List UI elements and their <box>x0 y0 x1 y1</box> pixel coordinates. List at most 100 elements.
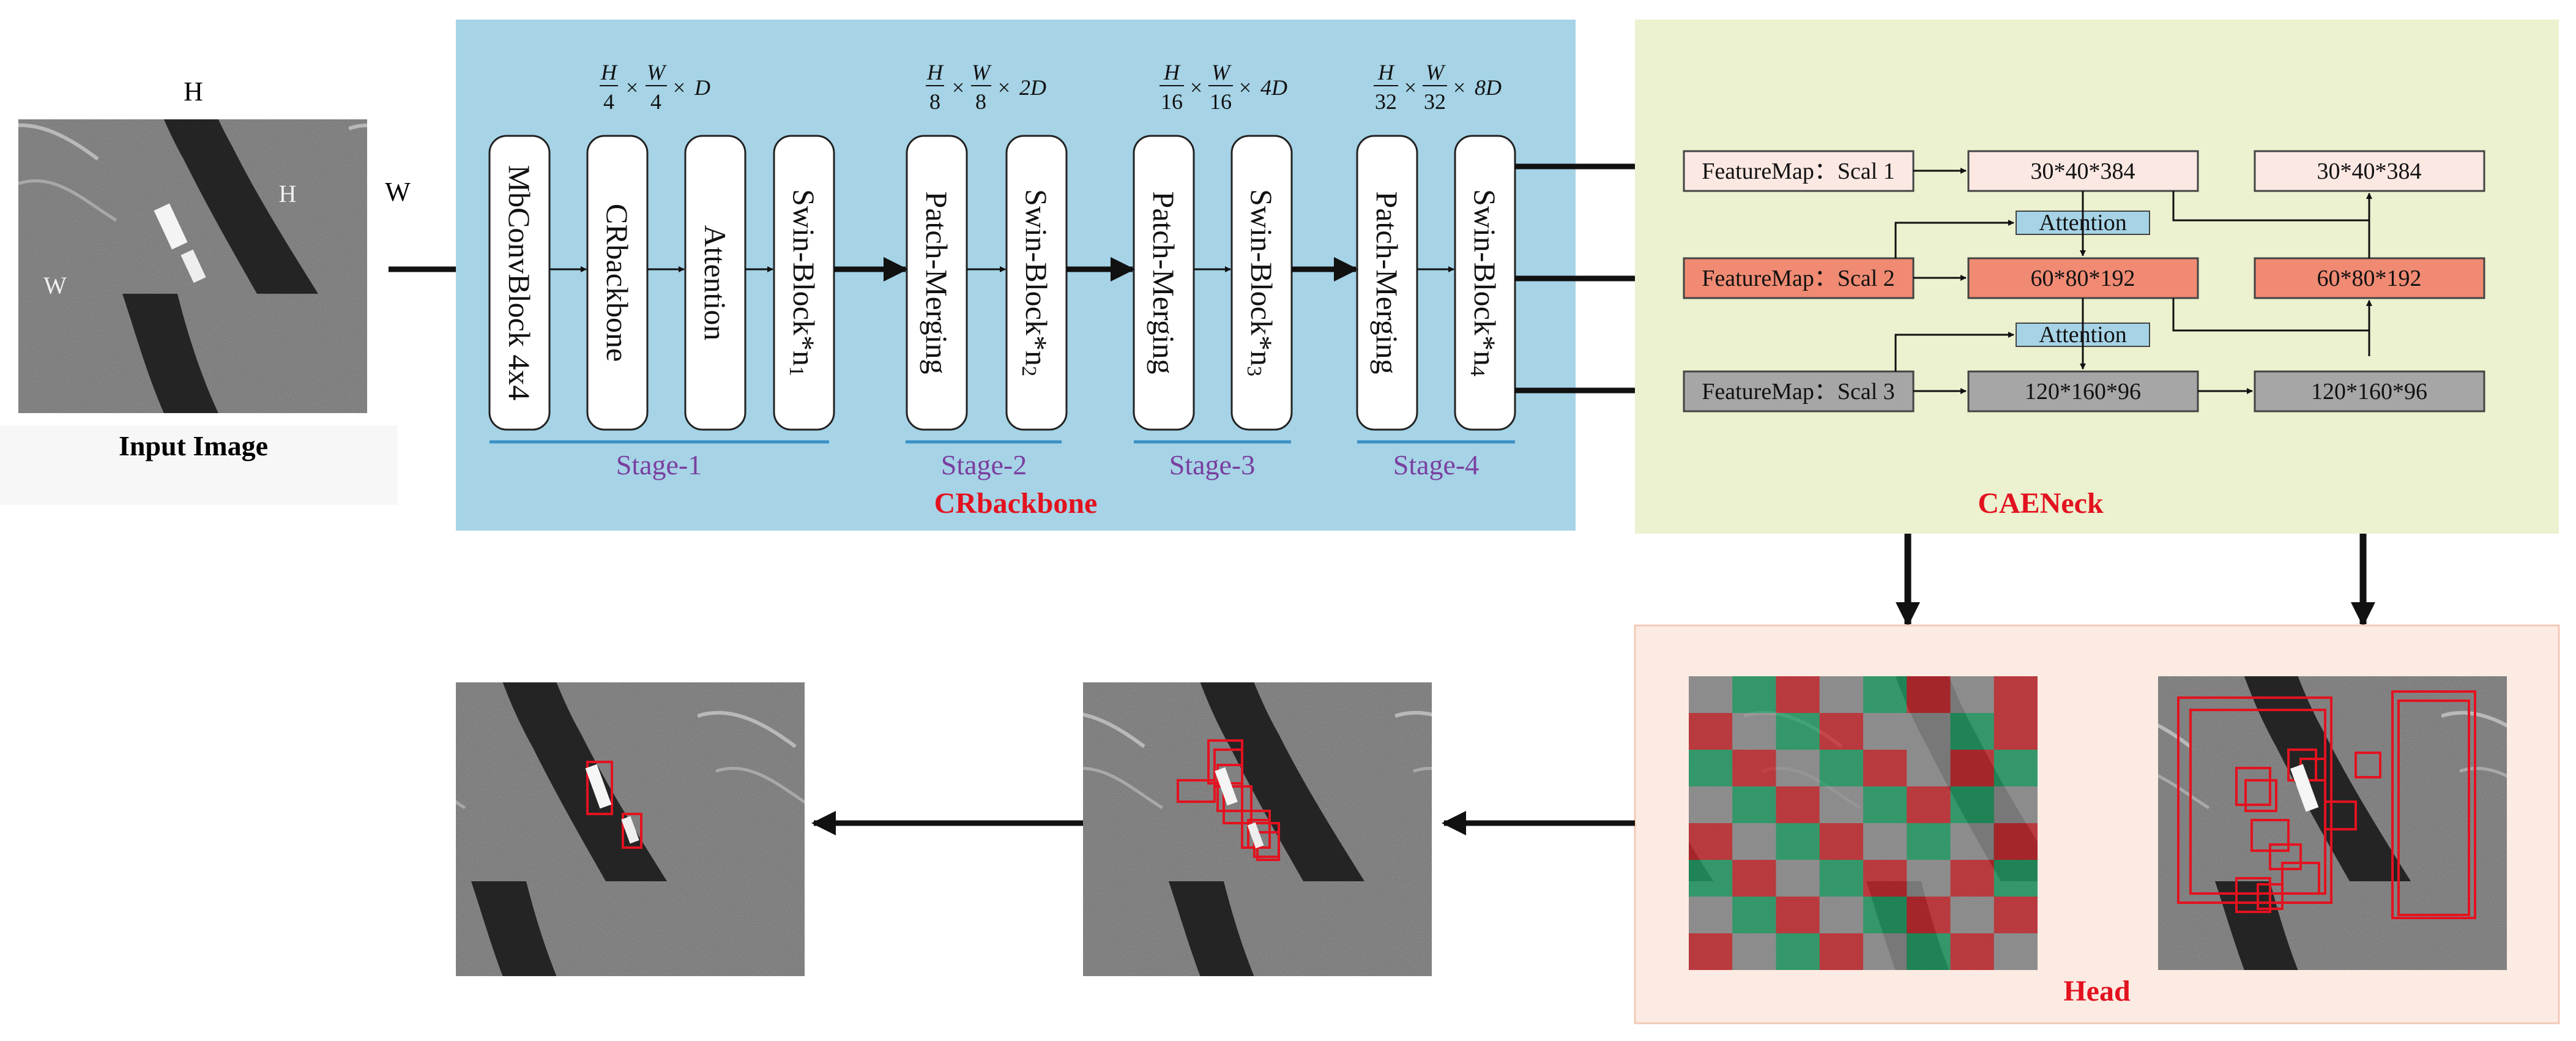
shape-annotation-1: H 4 × W 4 × D <box>600 60 710 114</box>
neck-panel: FeatureMap：Scal 1 FeatureMap：Scal 2 Feat… <box>1635 20 2559 534</box>
svg-text:H: H <box>926 60 944 84</box>
grid-cell <box>1907 713 1951 750</box>
grid-cell <box>1689 750 1733 786</box>
svg-text:FeatureMap：Scal 1: FeatureMap：Scal 1 <box>1702 159 1895 184</box>
svg-text:H: H <box>600 60 618 84</box>
svg-text:×: × <box>1453 75 1465 100</box>
grid-cell <box>1950 713 1994 750</box>
grid-cell <box>1819 750 1863 786</box>
input-caption: Input Image <box>119 430 268 461</box>
svg-text:D: D <box>694 75 710 100</box>
svg-text:8: 8 <box>975 89 986 114</box>
input-caption-bg <box>0 425 398 505</box>
input-image-panel: H W H W Input Image <box>0 76 411 505</box>
svg-text:30*40*384: 30*40*384 <box>2031 159 2135 184</box>
neck-arrow <box>1894 220 2014 258</box>
svg-text:Swin-Block*n2: Swin-Block*n2 <box>1018 189 1054 376</box>
svg-text:Swin-Block*n1: Swin-Block*n1 <box>786 189 822 376</box>
grid-cell <box>1819 713 1863 750</box>
svg-text:32: 32 <box>1375 89 1397 114</box>
block-crbackbone: CRbackbone <box>586 135 649 431</box>
svg-text:32: 32 <box>1424 89 1446 114</box>
svg-text:H: H <box>1377 60 1395 84</box>
block-swin-1: Swin-Block*n1 <box>773 135 835 431</box>
block-patch-merging-3: Patch-Merging <box>1133 135 1195 431</box>
stage-4-label: Stage-4 <box>1393 449 1480 480</box>
grid-cell <box>1863 786 1907 823</box>
grid-cell <box>1993 860 2038 897</box>
backbone-panel: H 4 × W 4 × D H 8 × W 8 × 2D H 16 × W <box>456 20 1576 531</box>
grid-cell <box>1907 676 1951 713</box>
svg-text:×: × <box>998 75 1010 100</box>
block-swin-3: Swin-Block*n3 <box>1230 135 1293 431</box>
grid-cell <box>1732 897 1776 933</box>
grid-cell <box>1689 786 1733 823</box>
grid-cell <box>1732 933 1776 970</box>
grid-cell <box>1950 676 1994 713</box>
grid-cell <box>1907 823 1951 860</box>
grid-cell <box>1776 713 1820 750</box>
svg-text:120*160*96: 120*160*96 <box>2025 379 2141 405</box>
grid-cell <box>1993 750 2038 786</box>
grid-cell <box>1776 860 1820 897</box>
svg-text:W: W <box>1426 60 1446 84</box>
prediction-grid <box>1689 676 2038 970</box>
svg-text:8D: 8D <box>1475 75 1502 100</box>
input-dim-h: H <box>184 76 203 106</box>
grid-cell <box>1732 823 1776 860</box>
svg-text:MbConvBlock 4x4: MbConvBlock 4x4 <box>502 165 537 401</box>
neck-title: CAENeck <box>1978 487 2104 520</box>
block-swin-4: Swin-Block*n4 <box>1454 135 1516 431</box>
grid-cell <box>1689 713 1733 750</box>
grid-cell <box>1993 713 2038 750</box>
grid-cell <box>1950 897 1994 933</box>
input-image: H W <box>18 119 367 413</box>
grid-cell <box>1689 897 1733 933</box>
grid-cell <box>1732 713 1776 750</box>
svg-text:W: W <box>647 60 667 84</box>
grid-cell <box>1950 933 1994 970</box>
block-patch-merging-4: Patch-Merging <box>1356 135 1418 431</box>
svg-text:Swin-Block*n3: Swin-Block*n3 <box>1243 189 1279 376</box>
block-swin-2: Swin-Block*n2 <box>1005 135 1068 431</box>
shape-annotation-4: H 32 × W 32 × 8D <box>1374 60 1502 114</box>
grid-cell <box>1689 823 1733 860</box>
grid-cell <box>1863 897 1907 933</box>
svg-text:2D: 2D <box>1019 75 1046 100</box>
mid-size-3: 120*160*96 <box>1967 370 2199 412</box>
svg-text:×: × <box>952 75 964 100</box>
grid-cell <box>1689 860 1733 897</box>
grid-cell <box>1907 933 1951 970</box>
svg-text:60*80*192: 60*80*192 <box>2317 266 2422 291</box>
svg-text:FeatureMap：Scal 3: FeatureMap：Scal 3 <box>1702 379 1895 405</box>
input-inner-w: W <box>43 272 67 299</box>
svg-text:Patch-Merging: Patch-Merging <box>1370 191 1404 374</box>
head-detection-image <box>2158 676 2507 970</box>
svg-text:Patch-Merging: Patch-Merging <box>1147 191 1181 374</box>
grid-cell <box>1950 750 1994 786</box>
grid-cell <box>1950 860 1994 897</box>
stage-1-label: Stage-1 <box>616 449 702 480</box>
svg-text:×: × <box>1190 75 1202 100</box>
final-detections-image <box>456 682 805 976</box>
grid-cell <box>1732 860 1776 897</box>
grid-cell <box>1776 823 1820 860</box>
mid-size-2: 60*80*192 <box>1967 257 2199 299</box>
grid-cell <box>1689 676 1733 713</box>
block-attention: Attention <box>684 135 746 431</box>
svg-text:30*40*384: 30*40*384 <box>2317 159 2422 184</box>
grid-cell <box>1993 676 2038 713</box>
grid-cell <box>1819 860 1863 897</box>
grid-cell <box>1732 750 1776 786</box>
block-mbconv: MbConvBlock 4x4 <box>488 135 551 431</box>
grid-cell <box>1907 860 1951 897</box>
featuremap-scal1: FeatureMap：Scal 1 <box>1683 150 1915 192</box>
mid-size-1: 30*40*384 <box>1967 150 2199 192</box>
grid-cell <box>1819 897 1863 933</box>
grid-cell <box>1776 786 1820 823</box>
svg-text:4: 4 <box>603 89 614 114</box>
input-inner-h: H <box>279 180 297 207</box>
svg-text:×: × <box>673 75 685 100</box>
grid-cell <box>1689 933 1733 970</box>
